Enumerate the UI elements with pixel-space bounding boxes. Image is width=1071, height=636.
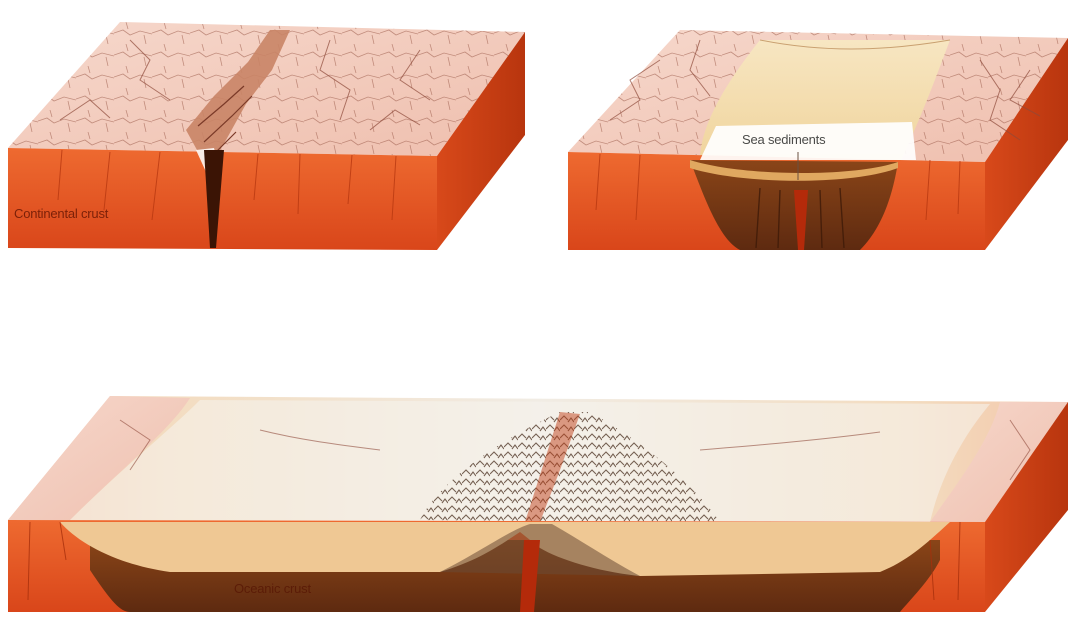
oceanic-crust-label: Oceanic crust [234,581,311,596]
continental-crust-label: Continental crust [14,206,108,221]
block-mature-ocean [8,396,1068,612]
sea-sediments-label: Sea sediments [742,132,825,147]
